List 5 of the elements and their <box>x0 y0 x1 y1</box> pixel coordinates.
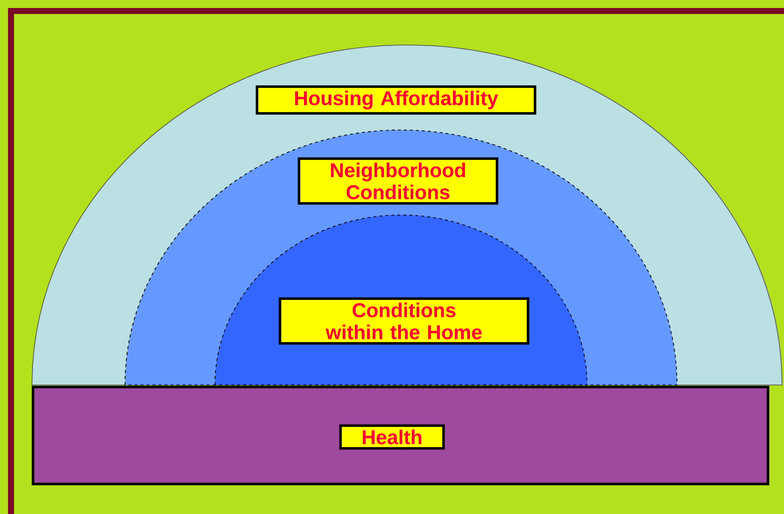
label-box: Conditions within the Home <box>278 297 530 345</box>
label-box: Housing Affordability <box>256 85 536 115</box>
label-box: Health <box>339 424 445 450</box>
label-box: Neighborhood Conditions <box>298 157 498 205</box>
bar <box>32 386 770 486</box>
